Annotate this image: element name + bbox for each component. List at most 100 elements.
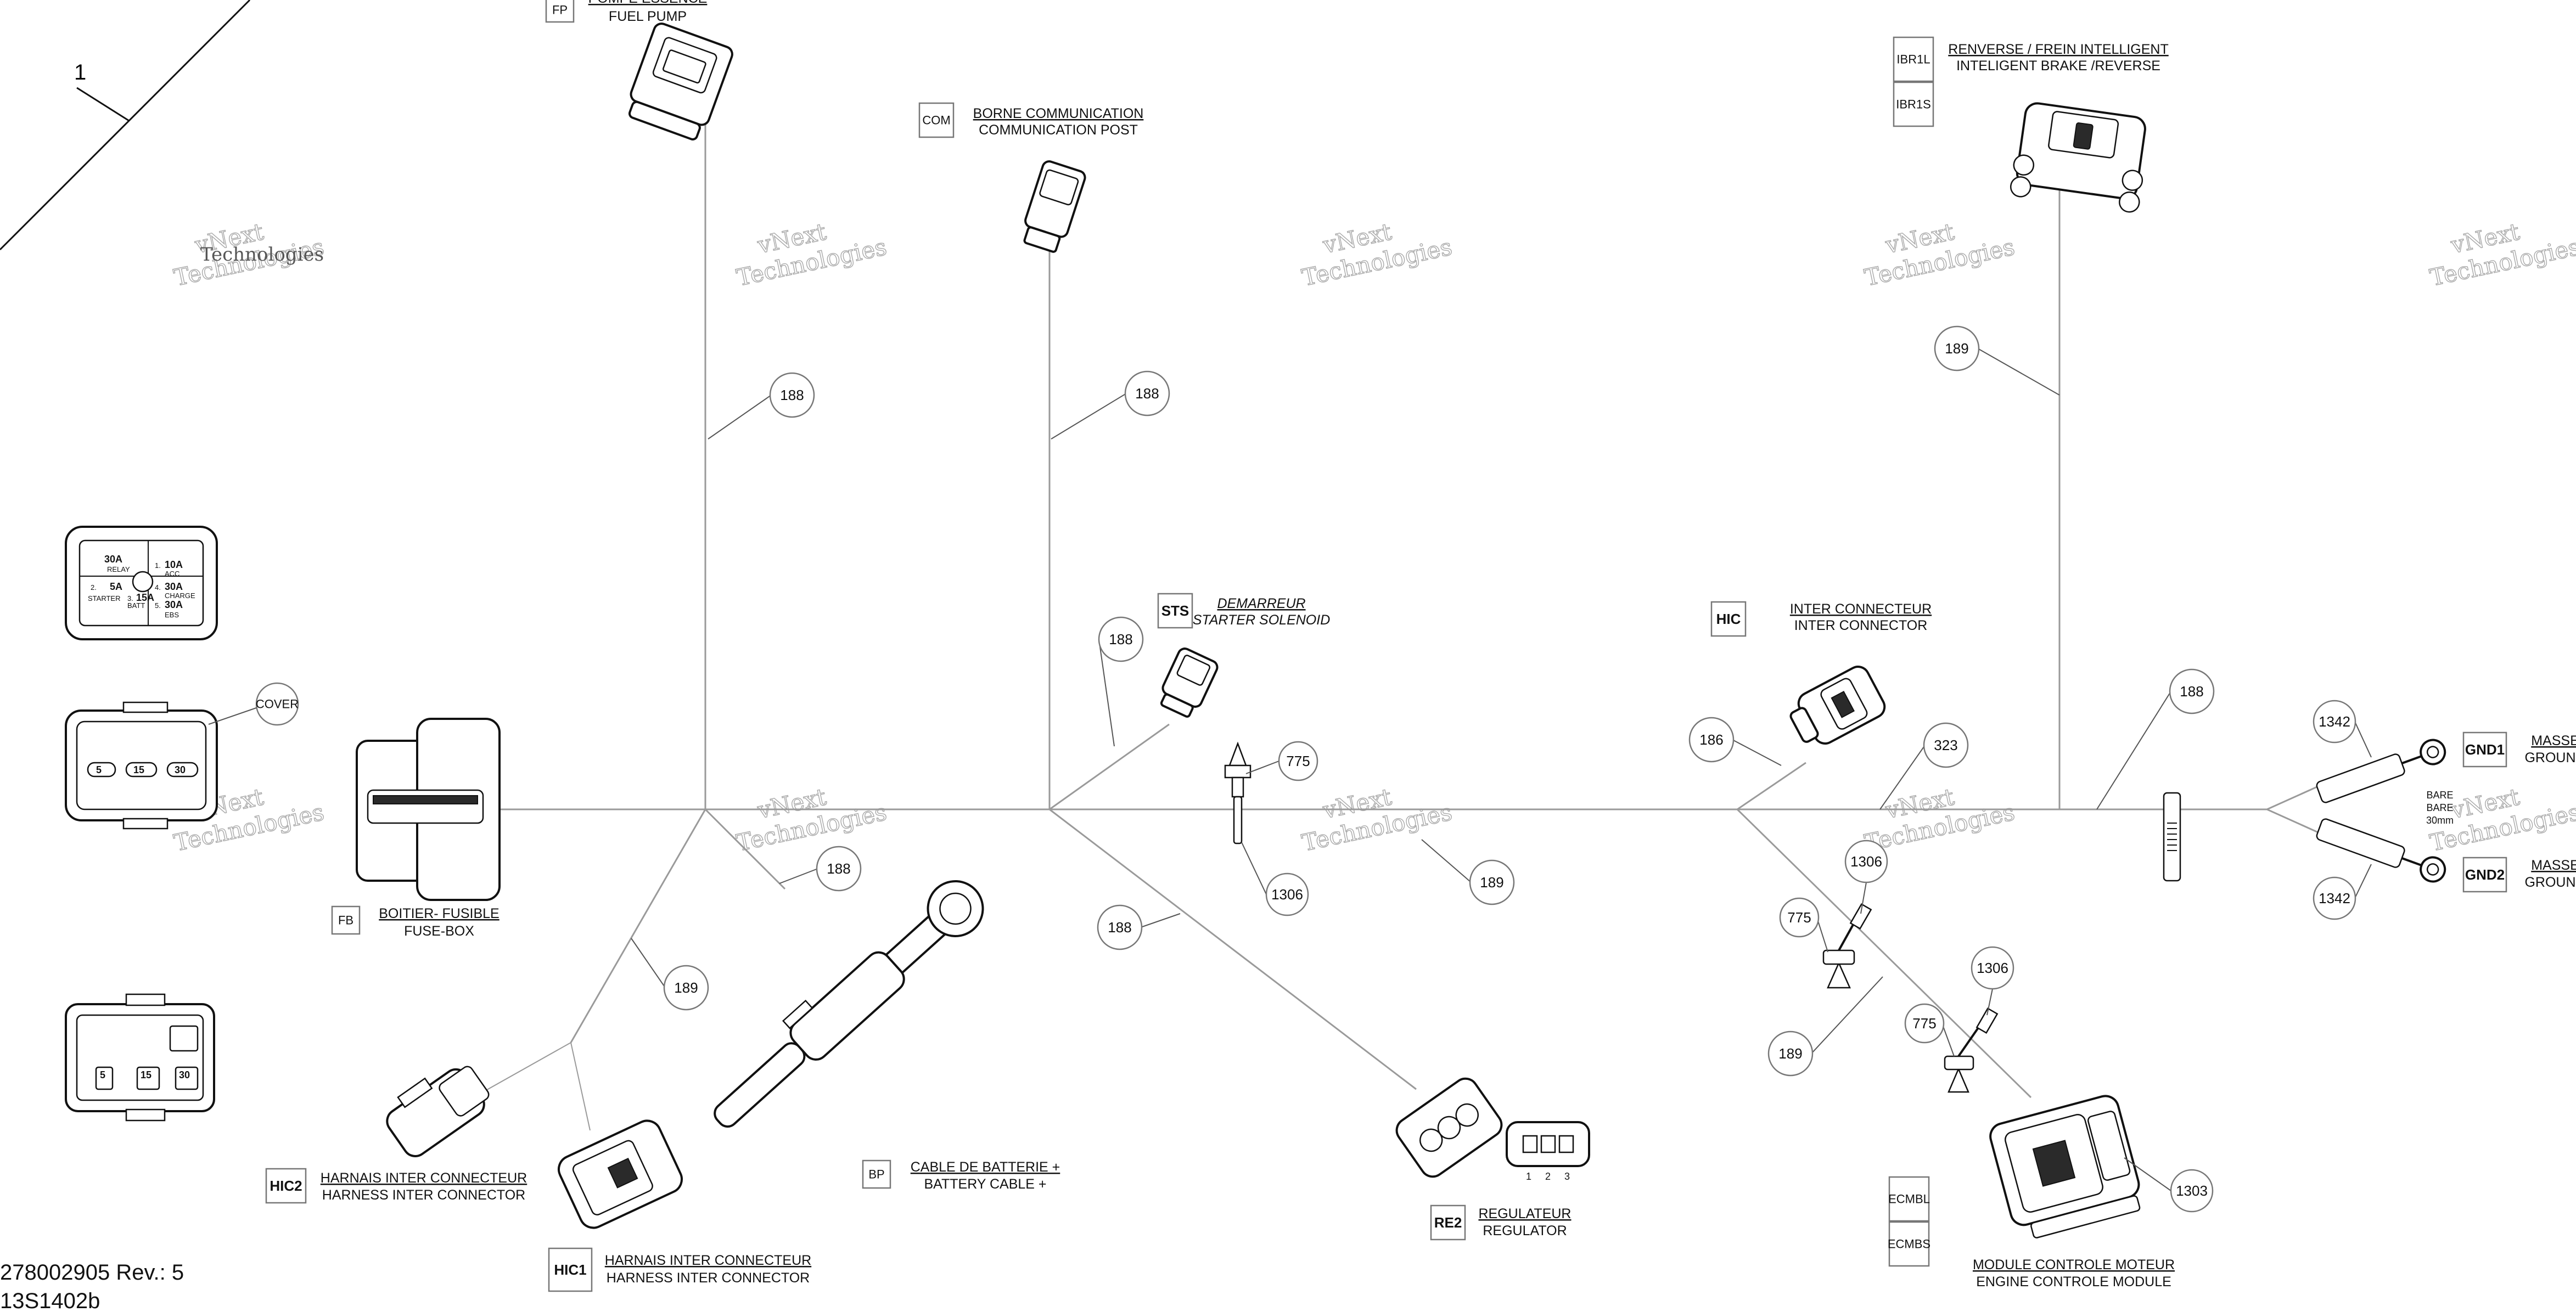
communication-post-connector[interactable]: COM BORNE COMMUNICATION COMMUNICATION PO… xyxy=(918,102,1144,254)
callout-189 xyxy=(1767,1031,1814,1077)
svg-text:1.: 1. xyxy=(155,561,161,570)
regulator-label-fr: REGULATEUR xyxy=(1478,1206,1571,1221)
re2-code: RE2 xyxy=(1434,1214,1462,1231)
fuse-box-label-fr: BOITIER- FUSIBLE xyxy=(379,906,499,921)
regulator-connector[interactable]: 1 2 3 RE2 REGULATEUR REGULATOR xyxy=(1392,1074,1590,1241)
svg-text:CHARGE: CHARGE xyxy=(165,592,195,600)
ground1-label-fr: MASSE xyxy=(2531,733,2576,748)
gnd1-code: GND1 xyxy=(2465,741,2505,758)
brake-label-fr: RENVERSE / FREIN INTELLIGENT xyxy=(1948,42,2168,57)
callout-189 xyxy=(663,965,709,1011)
svg-text:4.: 4. xyxy=(155,583,161,592)
com-label-en: COMMUNICATION POST xyxy=(979,122,1138,138)
svg-text:1306: 1306 xyxy=(1977,960,2008,976)
regulator-pin: 3 xyxy=(1564,1171,1570,1182)
watermark: vNext Technologies xyxy=(1862,218,2017,292)
fb-code: FB xyxy=(338,914,353,927)
svg-text:15A: 15A xyxy=(136,592,154,603)
svg-text:1306: 1306 xyxy=(1271,886,1303,903)
svg-text:STARTER: STARTER xyxy=(88,594,120,602)
index-number: 1 xyxy=(74,60,86,85)
fuse-box-connector[interactable]: FB BOITIER- FUSIBLE FUSE-BOX xyxy=(331,718,501,939)
callout-1342 xyxy=(2313,876,2356,920)
svg-text:189: 189 xyxy=(1945,340,1968,357)
hic1-branch xyxy=(570,1042,591,1131)
cover-label: COVER xyxy=(256,697,299,711)
harness-inter-connector-2[interactable]: HIC2 HARNAIS INTER CONNECTEUR HARNESS IN… xyxy=(265,1053,527,1204)
watermark: vNext Technologies xyxy=(734,218,889,292)
svg-text:3.: 3. xyxy=(127,594,133,602)
callouts: 188 188 188 188 188 188 189 189 189 189 … xyxy=(631,325,2372,1213)
svg-text:10A: 10A xyxy=(165,559,183,570)
hic-code-box xyxy=(1710,601,1747,637)
svg-text:30A: 30A xyxy=(165,581,183,592)
fuse-box-label-en: FUSE-BOX xyxy=(404,924,474,939)
com-code: COM xyxy=(922,114,950,127)
bare-strip-note: BARE BARE 30mm xyxy=(2426,790,2454,826)
hic1-code-box xyxy=(548,1247,593,1292)
inter-connector[interactable]: HIC INTER CONNECTEUR INTER CONNECTOR xyxy=(1710,601,1932,753)
svg-text:30A: 30A xyxy=(104,554,122,565)
terminal-775-a xyxy=(1822,903,1872,989)
svg-text:30: 30 xyxy=(175,764,186,775)
heat-shrink-sleeve xyxy=(2163,792,2181,882)
starter-solenoid-connector[interactable]: STS DEMARREUR STARTER SOLENOID xyxy=(1155,593,1330,720)
svg-text:775: 775 xyxy=(1912,1015,1936,1032)
svg-text:1306: 1306 xyxy=(1850,853,1882,870)
ring-terminal xyxy=(1224,741,1251,844)
ibr1l-code: IBR1L xyxy=(1896,53,1930,66)
fuse-box-cover[interactable]: 5 15 30 COVER xyxy=(65,682,299,830)
svg-text:30: 30 xyxy=(179,1069,190,1080)
sts-code-box xyxy=(1157,593,1193,629)
ground2-label-en: GROUND xyxy=(2524,875,2576,890)
svg-text:188: 188 xyxy=(2180,683,2203,700)
svg-text:186: 186 xyxy=(1699,731,1723,748)
callout-188 xyxy=(1097,904,1143,950)
fuel-pump-label-en: FUEL PUMP xyxy=(609,9,687,24)
ground1-label-en: GROUND xyxy=(2524,750,2576,765)
hic2-code: HIC2 xyxy=(270,1178,302,1194)
svg-text:RELAY: RELAY xyxy=(107,565,130,573)
watermark-text: Technologies xyxy=(200,244,324,266)
harness-inter-connector-1[interactable]: HIC1 HARNAIS INTER CONNECTEUR HARNESS IN… xyxy=(548,1116,811,1292)
ecmbl-code-box xyxy=(1888,1176,1930,1222)
part-number: 278002905 Rev.: 5 xyxy=(0,1260,184,1285)
svg-text:1342: 1342 xyxy=(2319,890,2350,906)
callout-186 xyxy=(1688,717,1735,763)
svg-text:1342: 1342 xyxy=(2319,713,2350,730)
inter-connector-label-fr: INTER CONNECTEUR xyxy=(1790,601,1932,617)
svg-text:323: 323 xyxy=(1934,737,1957,753)
watermark: vNext Technologies xyxy=(1299,218,1455,292)
svg-text:2.: 2. xyxy=(91,583,97,592)
gnd2-code: GND2 xyxy=(2465,866,2505,883)
com-label-fr: BORNE COMMUNICATION xyxy=(973,106,1144,121)
regulator-label-en: REGULATOR xyxy=(1483,1223,1567,1238)
ground-1-terminal[interactable]: GND1 MASSE GROUND xyxy=(2315,731,2576,804)
ecmbl-code: ECMBL xyxy=(1888,1192,1930,1206)
svg-text:1303: 1303 xyxy=(2176,1183,2208,1199)
inter-connector-label-en: INTER CONNECTOR xyxy=(1794,618,1928,633)
starter-branch xyxy=(1049,723,1170,810)
intelligent-brake-connector[interactable]: IBR1L IBR1S RENVERSE / FREIN INTELLIGENT… xyxy=(1893,36,2169,213)
callout-188 xyxy=(769,372,815,418)
svg-text:5: 5 xyxy=(100,1069,105,1080)
svg-text:188: 188 xyxy=(1135,385,1159,402)
battery-cable[interactable]: BP CABLE DE BATTERIE + BATTERY CABLE + xyxy=(698,866,1060,1192)
callout-775 xyxy=(1779,897,1820,938)
regulator-pin: 1 xyxy=(1526,1171,1531,1182)
gnd1-code-box xyxy=(2462,731,2507,768)
footer: 278002905 Rev.: 5 13S1402b xyxy=(0,1260,184,1312)
fuel-pump-connector[interactable]: FP POMPE ESSENCE FUEL PUMP xyxy=(545,0,734,143)
svg-text:5A: 5A xyxy=(110,581,122,592)
callout-188 xyxy=(1124,370,1170,416)
ground1-branch xyxy=(2266,784,2322,810)
ground2-branch xyxy=(2266,808,2322,835)
engine-control-module[interactable]: ECMBL ECMBS MODULE CONTROLE MOTEUR ENGIN… xyxy=(1888,1093,2175,1290)
ground-2-terminal[interactable]: GND2 MASSE GROUND xyxy=(2315,817,2576,893)
svg-text:5: 5 xyxy=(96,764,102,775)
svg-text:30mm: 30mm xyxy=(2426,815,2454,826)
svg-text:188: 188 xyxy=(1108,919,1131,936)
sts-code: STS xyxy=(1161,602,1189,619)
svg-text:15: 15 xyxy=(133,764,144,775)
